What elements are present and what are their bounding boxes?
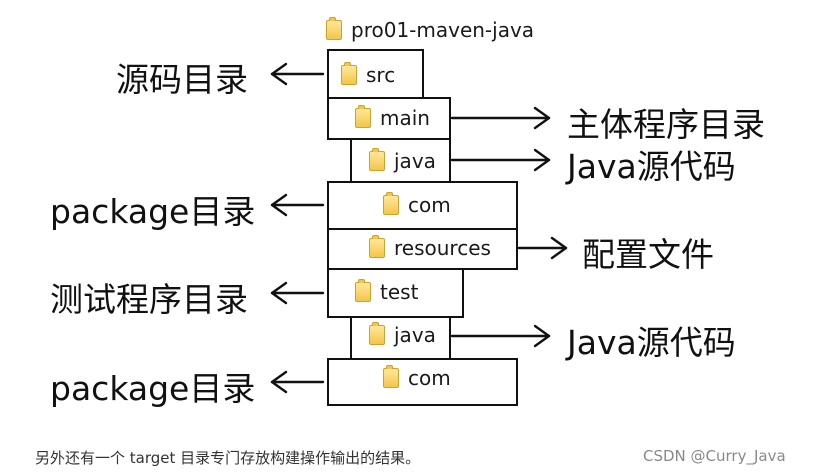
box-test xyxy=(327,268,464,318)
folder-src: src xyxy=(341,62,396,87)
label-main: 主体程序目录 xyxy=(567,105,765,144)
arrow-test-package xyxy=(270,370,325,394)
folder-main-java: java xyxy=(369,148,436,173)
folder-name-src: src xyxy=(366,63,396,87)
box-main-java xyxy=(350,138,451,183)
folder-root: pro01-maven-java xyxy=(326,17,535,42)
folder-main: main xyxy=(355,105,430,130)
arrow-main xyxy=(450,106,551,130)
box-test-com xyxy=(327,358,518,406)
folder-icon xyxy=(355,279,371,302)
arrow-main-package xyxy=(270,193,325,217)
folder-test-java: java xyxy=(369,322,436,347)
folder-test-com: com xyxy=(383,365,451,390)
label-resources: 配置文件 xyxy=(582,235,714,274)
arrow-src xyxy=(270,62,325,86)
label-src: 源码目录 xyxy=(116,60,248,99)
arrow-main-java xyxy=(450,148,551,172)
folder-name-main: main xyxy=(380,106,430,130)
folder-name-root: pro01-maven-java xyxy=(351,18,535,42)
arrow-resources xyxy=(517,236,568,260)
folder-name-main-com: com xyxy=(408,193,451,217)
folder-icon xyxy=(369,322,385,345)
folder-resources: resources xyxy=(369,235,491,260)
folder-icon xyxy=(355,105,371,128)
folder-icon xyxy=(383,365,399,388)
label-test-java: Java源代码 xyxy=(567,323,736,362)
folder-icon xyxy=(341,62,357,85)
folder-icon xyxy=(369,235,385,258)
folder-name-resources: resources xyxy=(394,236,491,260)
label-main-package: package目录 xyxy=(50,192,256,231)
folder-icon xyxy=(326,17,342,40)
label-main-java: Java源代码 xyxy=(567,147,736,186)
folder-icon xyxy=(383,192,399,215)
footer-note: 另外还有一个 target 目录专门存放构建操作输出的结果。 xyxy=(35,449,421,467)
folder-main-com: com xyxy=(383,192,451,217)
folder-name-main-java: java xyxy=(394,149,436,173)
folder-name-test-com: com xyxy=(408,366,451,390)
box-resources xyxy=(327,228,518,270)
folder-name-test: test xyxy=(380,280,419,304)
arrow-test xyxy=(270,281,325,305)
label-test-package: package目录 xyxy=(50,369,256,408)
arrow-test-java xyxy=(450,324,551,348)
box-main xyxy=(327,97,451,140)
label-test: 测试程序目录 xyxy=(50,280,248,319)
folder-icon xyxy=(369,148,385,171)
folder-test: test xyxy=(355,279,419,304)
folder-name-test-java: java xyxy=(394,323,436,347)
footer-credit: CSDN @Curry_Java xyxy=(643,447,786,465)
